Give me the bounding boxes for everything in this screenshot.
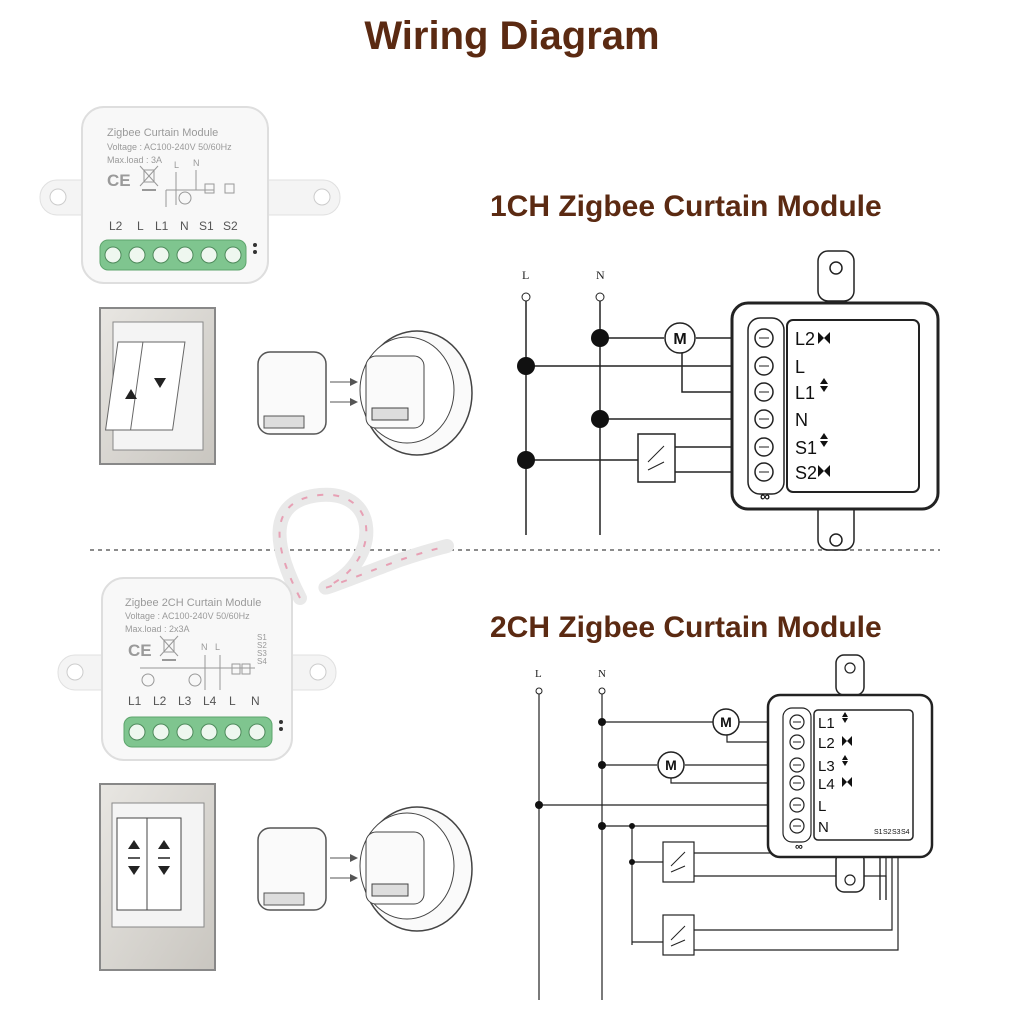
svg-text:N: N bbox=[180, 219, 189, 233]
module-top-label-n: N bbox=[193, 158, 200, 168]
wall-switch-symbol bbox=[637, 433, 676, 483]
svg-text:M: M bbox=[673, 331, 686, 348]
module-name: Zigbee Curtain Module bbox=[107, 127, 218, 139]
junction-dot bbox=[591, 410, 609, 428]
module-max-load: Max.load : 3A bbox=[107, 155, 162, 165]
section-heading-1ch: 1CH Zigbee Curtain Module bbox=[490, 190, 882, 223]
svg-text:S2: S2 bbox=[223, 219, 238, 233]
arrow-up-icon bbox=[158, 840, 170, 849]
module-into-box-2ch bbox=[257, 806, 473, 932]
switch-input-labels: S1 S2 S3 S4 bbox=[874, 829, 910, 836]
svg-text:M: M bbox=[665, 757, 677, 773]
svg-text:L2: L2 bbox=[818, 735, 835, 752]
line-label-l: L bbox=[535, 668, 542, 680]
svg-text:S1: S1 bbox=[874, 829, 883, 836]
terminal-labels-diagram-1ch: L2 L L1 N S1 S2 bbox=[795, 329, 817, 483]
svg-text:L: L bbox=[137, 219, 144, 233]
weee-bin-icon bbox=[139, 165, 159, 191]
junction-dot bbox=[517, 357, 535, 375]
junction-dot bbox=[591, 329, 609, 347]
terminal-labels-1ch: L2 L L1 N S1 S2 bbox=[109, 219, 238, 233]
svg-text:S2: S2 bbox=[883, 829, 892, 836]
svg-text:L2: L2 bbox=[153, 694, 167, 708]
line-label-l: L bbox=[522, 268, 529, 282]
arrow-down-icon bbox=[154, 378, 166, 388]
svg-text:L1: L1 bbox=[155, 219, 169, 233]
svg-text:S2: S2 bbox=[257, 641, 267, 650]
wall-switch-2ch bbox=[99, 783, 216, 971]
ce-mark: CE bbox=[107, 171, 131, 190]
svg-text:N: N bbox=[795, 410, 808, 430]
arrow-up-icon bbox=[128, 840, 140, 849]
arrow-down-icon bbox=[158, 866, 170, 875]
module-voltage: Voltage : AC100-240V 50/60Hz bbox=[107, 142, 232, 152]
svg-text:S4: S4 bbox=[257, 657, 267, 666]
module-name: Zigbee 2CH Curtain Module bbox=[125, 597, 261, 609]
wiring-diagram-2ch: L N M bbox=[535, 654, 934, 1000]
module-side-labels: S1 S2 S3 S4 bbox=[257, 633, 267, 666]
page-title: Wiring Diagram bbox=[364, 14, 660, 58]
svg-text:S1: S1 bbox=[257, 633, 267, 642]
module-max-load: Max.load : 2x3A bbox=[125, 624, 190, 634]
svg-text:M: M bbox=[720, 714, 732, 730]
svg-text:N: N bbox=[818, 819, 829, 836]
module-photo-2ch: Zigbee 2CH Curtain Module Voltage : AC10… bbox=[57, 577, 337, 761]
svg-text:L1: L1 bbox=[128, 694, 142, 708]
wall-switch-symbol bbox=[662, 914, 695, 956]
wiring-diagram-1ch: L N M bbox=[517, 250, 940, 551]
weee-bin-icon bbox=[159, 635, 179, 661]
svg-text:L: L bbox=[229, 694, 236, 708]
loop-mark: ∞ bbox=[760, 488, 770, 504]
module-schematic bbox=[165, 170, 235, 207]
svg-text:L2: L2 bbox=[795, 329, 815, 349]
line-label-n: N bbox=[598, 668, 606, 680]
section-heading-2ch: 2CH Zigbee Curtain Module bbox=[490, 611, 882, 644]
loop-mark: ∞ bbox=[795, 841, 803, 853]
switch-input-leads bbox=[879, 857, 899, 905]
motor-icon: M bbox=[657, 751, 685, 779]
module-top-label-l: L bbox=[174, 160, 179, 170]
ribbon-cable bbox=[272, 487, 454, 605]
direction-symbols-2ch bbox=[842, 712, 852, 787]
svg-text:L: L bbox=[795, 357, 805, 377]
module-top-label-l: L bbox=[215, 642, 220, 652]
svg-text:L2: L2 bbox=[109, 219, 123, 233]
svg-text:L1: L1 bbox=[818, 715, 835, 732]
wall-switch-1ch bbox=[99, 307, 216, 465]
module-photo-1ch: Zigbee Curtain Module Voltage : AC100-24… bbox=[39, 106, 341, 284]
terminal-labels-diagram-2ch: L1 L2 L3 L4 L N bbox=[818, 715, 835, 836]
ce-mark: CE bbox=[128, 641, 152, 660]
svg-text:L4: L4 bbox=[203, 694, 217, 708]
junction-dot bbox=[517, 451, 535, 469]
direction-symbols-1ch bbox=[818, 332, 830, 477]
svg-text:L4: L4 bbox=[818, 776, 835, 793]
svg-text:S1: S1 bbox=[199, 219, 214, 233]
arrow-up-icon bbox=[125, 389, 137, 399]
svg-text:L3: L3 bbox=[818, 758, 835, 775]
motor-icon: M bbox=[712, 708, 740, 736]
svg-text:L1: L1 bbox=[795, 383, 815, 403]
svg-text:S4: S4 bbox=[901, 829, 910, 836]
line-label-n: N bbox=[596, 268, 605, 282]
svg-text:S3: S3 bbox=[892, 829, 901, 836]
terminal-labels-2ch: L1 L2 L3 L4 L N bbox=[128, 694, 260, 708]
svg-text:L3: L3 bbox=[178, 694, 192, 708]
arrow-down-icon bbox=[128, 866, 140, 875]
module-schematic bbox=[140, 655, 255, 690]
svg-text:S1: S1 bbox=[795, 438, 817, 458]
motor-icon: M bbox=[664, 322, 696, 354]
module-into-box-1ch bbox=[257, 330, 473, 456]
svg-text:S3: S3 bbox=[257, 649, 267, 658]
wall-switch-symbol bbox=[662, 841, 695, 883]
svg-text:N: N bbox=[251, 694, 260, 708]
module-voltage: Voltage : AC100-240V 50/60Hz bbox=[125, 611, 250, 621]
svg-text:S2: S2 bbox=[795, 463, 817, 483]
svg-text:L: L bbox=[818, 798, 826, 815]
module-top-label-n: N bbox=[201, 642, 208, 652]
